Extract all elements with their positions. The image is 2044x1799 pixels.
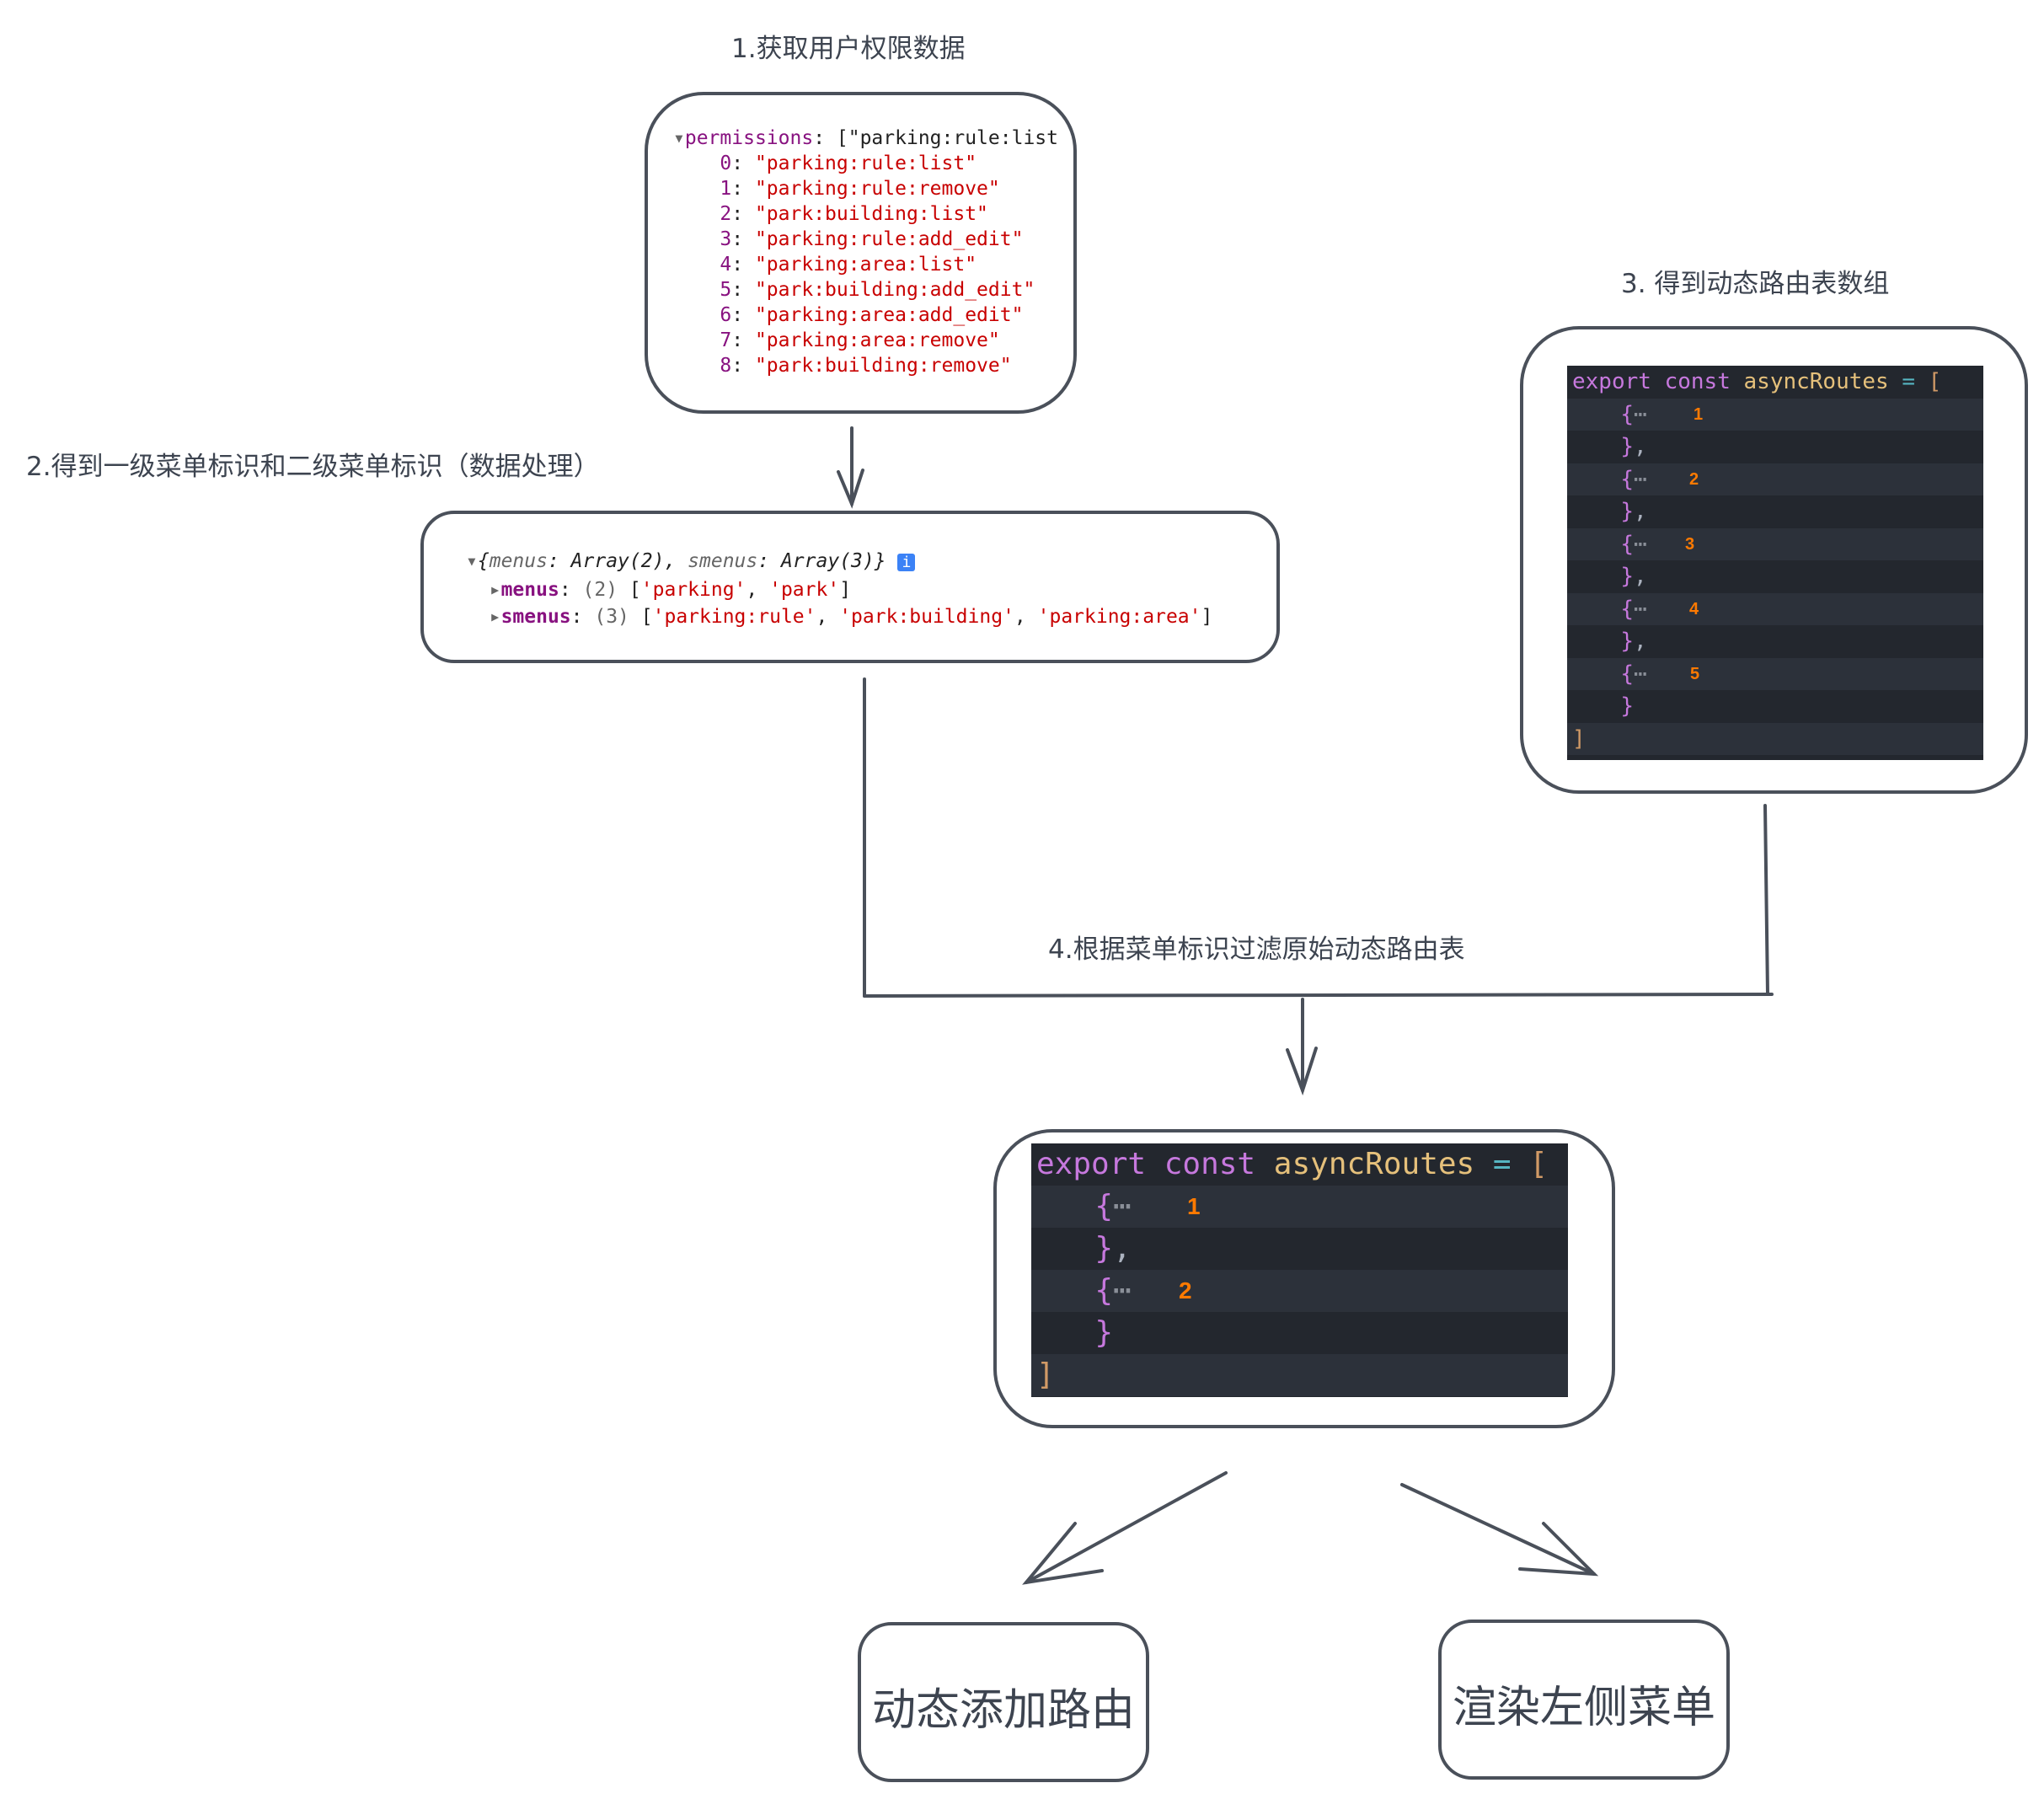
menus-box: ▾{menus: Array(2), smenus: Array(3)} i ▸… <box>420 511 1280 663</box>
route-number-label: 5 <box>1690 664 1700 683</box>
collapse-triangle-icon[interactable]: ▸ <box>489 579 501 601</box>
route-number-label: 2 <box>1179 1277 1192 1304</box>
permissions-tree: ▾permissions: ["parking:rule:list 0: "pa… <box>673 127 1058 377</box>
code-header-line: export const asyncRoutes = [ <box>1036 1147 1548 1181</box>
permission-item: 4: "parking:area:list" <box>720 254 977 276</box>
code-footer-line: ] <box>1031 1354 1568 1396</box>
render-menu-box: 渲染左侧菜单 <box>1438 1620 1730 1780</box>
permission-item: 3: "parking:rule:add_edit" <box>720 228 1024 250</box>
route-number-label: 4 <box>1689 599 1699 618</box>
route-object-close: }, <box>1094 1231 1132 1266</box>
add-routes-box: 动态添加路由 <box>858 1622 1149 1782</box>
route-object-open[interactable]: {⋯1 <box>1031 1186 1568 1228</box>
arrow-to-filtered <box>1286 998 1318 1096</box>
collapse-triangle-icon[interactable]: ▸ <box>489 606 501 628</box>
route-object-open[interactable]: {⋯3 <box>1567 527 1983 560</box>
step-4-label: 4.根据菜单标识过滤原始动态路由表 <box>1048 934 1465 965</box>
filtered-routes-box: export const asyncRoutes = [ {⋯1 }, {⋯2 … <box>993 1129 1615 1428</box>
route-object-close: } <box>1094 1315 1114 1350</box>
route-number-label: 1 <box>1187 1193 1201 1219</box>
permission-item: 8: "park:building:remove" <box>720 355 1012 377</box>
step-2-label: 2.得到一级菜单标识和二级菜单标识（数据处理） <box>26 452 600 482</box>
step-3-label: 3. 得到动态路由表数组 <box>1621 269 1890 299</box>
permissions-box: ▾permissions: ["parking:rule:list 0: "pa… <box>645 92 1077 414</box>
expand-triangle-icon[interactable]: ▾ <box>466 550 478 572</box>
route-object-close: }, <box>1620 564 1647 589</box>
route-object-close: }, <box>1620 499 1647 524</box>
route-number-label: 3 <box>1685 534 1695 554</box>
permission-item: 6: "parking:area:add_edit" <box>720 304 1024 326</box>
render-menu-label: 渲染左侧菜单 <box>1452 1683 1715 1733</box>
all-routes-box: export const asyncRoutes = [ {⋯1 }, {⋯2 … <box>1520 326 2028 794</box>
route-object-close: }, <box>1620 434 1647 459</box>
route-number-label: 1 <box>1694 404 1704 424</box>
permission-item: 1: "parking:rule:remove" <box>720 178 1000 200</box>
code-header-line: export const asyncRoutes = [ <box>1572 369 1942 394</box>
arrow-1-to-2 <box>837 426 864 509</box>
expand-triangle-icon[interactable]: ▾ <box>673 127 685 149</box>
route-object-close: }, <box>1620 629 1647 654</box>
line-box3-down <box>1763 804 1769 996</box>
permission-item: 2: "park:building:list" <box>720 203 988 225</box>
permission-item: 0: "parking:rule:list" <box>720 153 977 174</box>
all-routes-code: export const asyncRoutes = [ {⋯1 }, {⋯2 … <box>1567 366 1983 760</box>
route-object-open[interactable]: {⋯1 <box>1567 398 1983 431</box>
menus-tree: ▾{menus: Array(2), smenus: Array(3)} i ▸… <box>466 550 1213 628</box>
step-1-label: 1.获取用户权限数据 <box>731 34 966 64</box>
filtered-routes-code: export const asyncRoutes = [ {⋯1 }, {⋯2 … <box>1031 1143 1568 1397</box>
permission-item: 7: "parking:area:remove" <box>720 329 1000 351</box>
info-icon: i <box>897 554 916 571</box>
route-object-open[interactable]: {⋯2 <box>1567 463 1983 495</box>
permission-item: 5: "park:building:add_edit" <box>720 279 1035 301</box>
arrow-to-render-menu <box>1400 1483 1599 1577</box>
route-object-open[interactable]: {⋯4 <box>1567 592 1983 625</box>
code-footer-line: ] <box>1567 722 1983 755</box>
route-number-label: 2 <box>1689 469 1699 489</box>
add-routes-label: 动态添加路由 <box>871 1685 1135 1736</box>
route-object-close: } <box>1620 693 1634 719</box>
route-object-open[interactable]: {⋯2 <box>1031 1270 1568 1312</box>
arrow-to-add-routes <box>1022 1471 1228 1585</box>
route-object-open[interactable]: {⋯5 <box>1567 657 1983 690</box>
line-merge <box>863 993 1774 998</box>
